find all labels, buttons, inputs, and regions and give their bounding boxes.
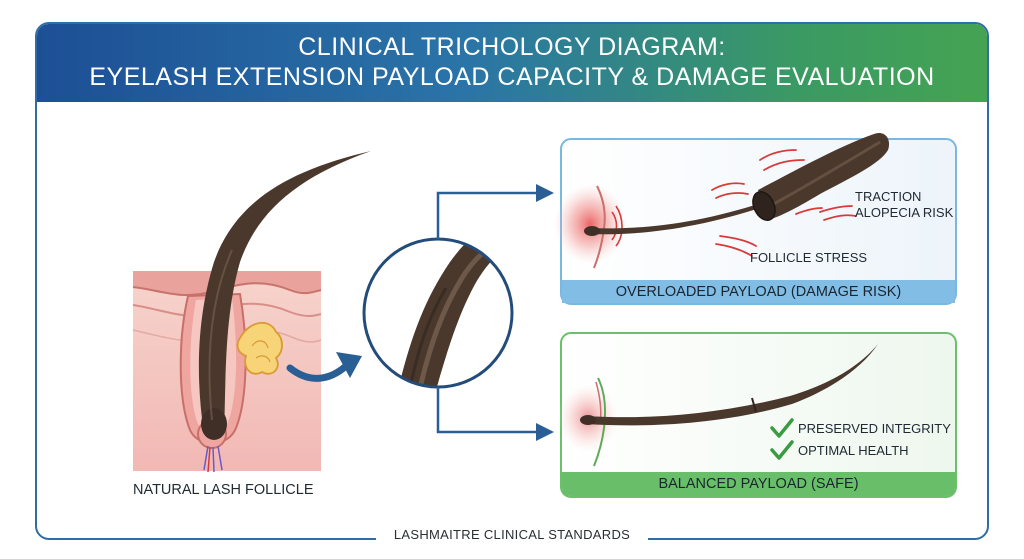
balanced-panel-label: BALANCED PAYLOAD (SAFE) (658, 476, 859, 492)
natural-lash (198, 151, 371, 434)
check-icon (770, 418, 794, 438)
balanced-panel (558, 332, 957, 498)
arrow-right-icon (536, 184, 554, 202)
sebaceous-gland (236, 322, 283, 375)
traction-callout: TRACTION ALOPECIA RISK (855, 189, 953, 221)
traction-callout-line-1: TRACTION (855, 189, 922, 204)
arrow-right-icon (536, 423, 554, 441)
overloaded-panel (554, 132, 957, 305)
title-line-1: CLINICAL TRICHOLOGY DIAGRAM: (298, 33, 726, 61)
footer-text: LASHMAITRE CLINICAL STANDARDS (393, 527, 631, 542)
check-item-health: OPTIMAL HEALTH (798, 443, 909, 458)
curved-arrow-icon (286, 362, 350, 382)
title-line-2: EYELASH EXTENSION PAYLOAD CAPACITY & DAM… (89, 63, 935, 91)
traction-callout-line-2: ALOPECIA RISK (855, 205, 954, 220)
check-item-integrity: PRESERVED INTEGRITY (798, 421, 951, 436)
title-banner: CLINICAL TRICHOLOGY DIAGRAM: EYELASH EXT… (37, 24, 987, 102)
footer-background (376, 523, 648, 545)
overloaded-panel-label: OVERLOADED PAYLOAD (DAMAGE RISK) (615, 284, 902, 300)
magnifier-circle (362, 237, 514, 389)
branch-connectors (436, 191, 540, 434)
follicle-stress-callout: FOLLICLE STRESS (750, 250, 868, 265)
follicle-label: NATURAL LASH FOLLICLE (133, 482, 314, 498)
check-icon (770, 440, 794, 460)
